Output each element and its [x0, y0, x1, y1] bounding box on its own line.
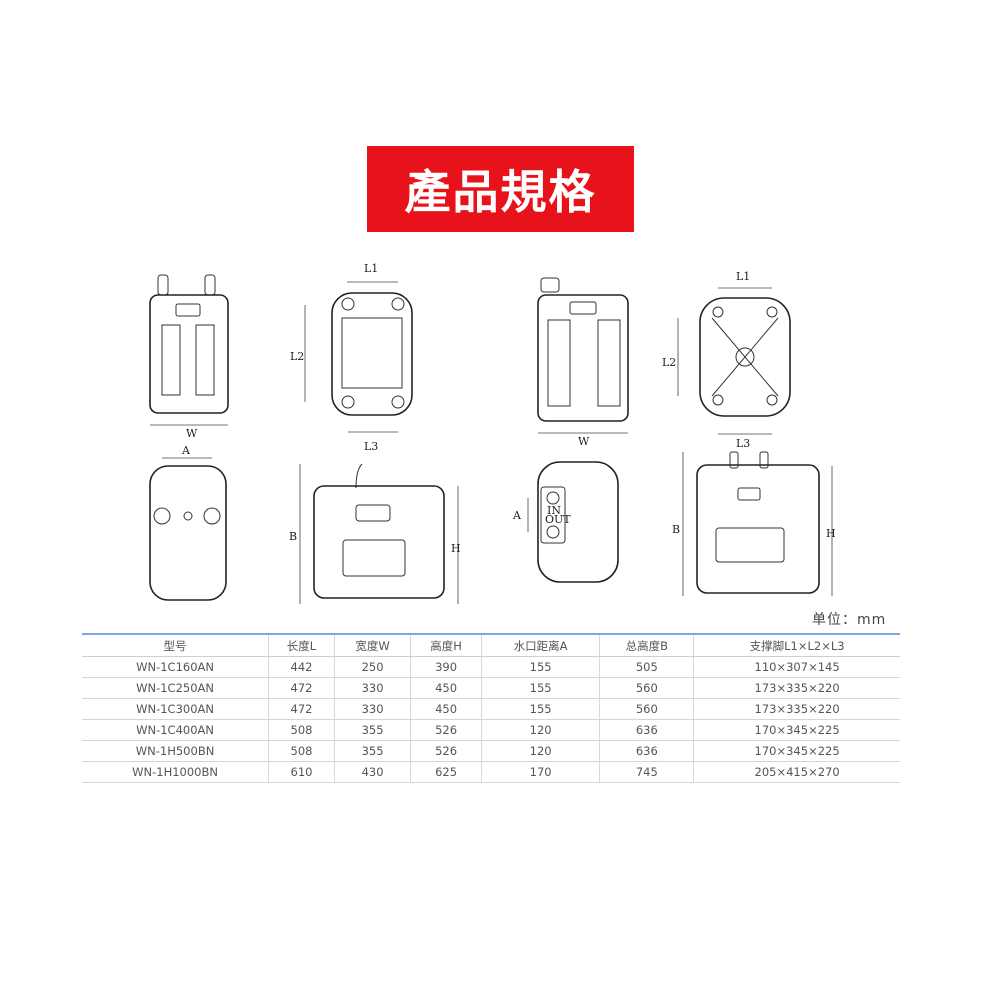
cell-water-port-distance: 155	[481, 677, 601, 699]
drawing-large-side: B H	[672, 451, 836, 596]
dim-label-w: W	[186, 427, 198, 440]
unit-label: 单位：mm	[812, 612, 887, 628]
cell-length: 442	[268, 656, 335, 678]
cell-height: 526	[410, 719, 482, 741]
cell-width: 355	[334, 740, 412, 762]
col-header-length: 长度L	[268, 634, 335, 657]
dim-label-l2-a: L2	[290, 350, 304, 363]
dim-label-b-b: B	[672, 523, 680, 536]
dim-label-l3-a: L3	[364, 440, 378, 453]
port-label-in: IN	[547, 504, 561, 517]
drawing-large-rear: IN OUT A	[512, 461, 619, 583]
cell-length: 508	[268, 740, 335, 762]
cell-length: 472	[268, 677, 335, 699]
product-dimension-drawings: W L1 L2 L3 W L1 L2	[149, 262, 836, 604]
cell-model: WN-1C300AN	[82, 698, 270, 720]
cell-model: WN-1C250AN	[82, 677, 270, 699]
cell-support-feet: 170×345×225	[693, 740, 900, 762]
table-row: WN-1C300AN 472 330 450 155 560 173×335×2…	[82, 698, 900, 720]
drawing-small-front: W	[149, 274, 229, 440]
drawing-small-bottom: L1 L2 L3	[290, 262, 413, 453]
cell-support-feet: 205×415×270	[693, 761, 900, 783]
table-row: WN-1C250AN 472 330 450 155 560 173×335×2…	[82, 677, 900, 699]
table-row: WN-1C160AN 442 250 390 155 505 110×307×1…	[82, 656, 900, 678]
col-header-height: 高度H	[410, 634, 482, 657]
col-header-water-port-distance: 水口距离A	[481, 634, 601, 657]
col-header-total-height: 总高度B	[599, 634, 695, 657]
dim-label-h-a: H	[451, 542, 461, 555]
col-header-model: 型号	[82, 634, 270, 657]
cell-length: 508	[268, 719, 335, 741]
cell-width: 250	[334, 656, 412, 678]
dim-label-h-b: H	[826, 527, 836, 540]
cell-height: 450	[410, 677, 482, 699]
dim-label-l1-a: L1	[364, 262, 378, 275]
dim-label-a-a: A	[181, 444, 191, 457]
drawing-small-rear: A	[149, 444, 227, 601]
page-title-banner: 產品規格	[367, 146, 634, 232]
cell-height: 450	[410, 698, 482, 720]
cell-total-height: 636	[599, 719, 695, 741]
cell-water-port-distance: 120	[481, 719, 601, 741]
cell-width: 430	[334, 761, 412, 783]
cell-height: 390	[410, 656, 482, 678]
dim-label-l3-b: L3	[736, 437, 750, 450]
cell-water-port-distance: 155	[481, 698, 601, 720]
port-label-out: OUT	[545, 513, 571, 526]
cell-water-port-distance: 155	[481, 656, 601, 678]
cell-model: WN-1H1000BN	[82, 761, 270, 783]
cell-total-height: 560	[599, 677, 695, 699]
table-row: WN-1H1000BN 610 430 625 170 745 205×415×…	[82, 761, 900, 783]
cell-support-feet: 173×335×220	[693, 677, 900, 699]
dim-label-a-b: A	[512, 509, 522, 522]
col-header-width: 宽度W	[334, 634, 412, 657]
page-title: 產品規格	[404, 165, 597, 219]
cell-width: 355	[334, 719, 412, 741]
cell-width: 330	[334, 677, 412, 699]
cell-water-port-distance: 170	[481, 761, 601, 783]
drawing-small-side: B H	[289, 463, 461, 604]
cell-model: WN-1H500BN	[82, 740, 270, 762]
cell-height: 526	[410, 740, 482, 762]
cell-support-feet: 173×335×220	[693, 698, 900, 720]
drawing-large-front: W	[537, 277, 629, 448]
dim-label-w-b: W	[578, 435, 590, 448]
col-header-support-feet: 支撑脚L1×L2×L3	[693, 634, 900, 657]
cell-length: 472	[268, 698, 335, 720]
cell-support-feet: 170×345×225	[693, 719, 900, 741]
cell-total-height: 505	[599, 656, 695, 678]
cell-model: WN-1C400AN	[82, 719, 270, 741]
table-row: WN-1H500BN 508 355 526 120 636 170×345×2…	[82, 740, 900, 762]
drawing-large-bottom: L1 L2 L3	[662, 270, 791, 450]
cell-support-feet: 110×307×145	[693, 656, 900, 678]
cell-water-port-distance: 120	[481, 740, 601, 762]
cell-width: 330	[334, 698, 412, 720]
cell-length: 610	[268, 761, 335, 783]
dim-label-l1-b: L1	[736, 270, 750, 283]
cell-total-height: 636	[599, 740, 695, 762]
cell-height: 625	[410, 761, 482, 783]
cell-model: WN-1C160AN	[82, 656, 270, 678]
spec-table-header: 型号 长度L 宽度W 高度H 水口距离A 总高度B 支撑脚L1×L2×L3	[82, 634, 900, 657]
dim-label-b-a: B	[289, 530, 297, 543]
dim-label-l2-b: L2	[662, 356, 676, 369]
cell-total-height: 560	[599, 698, 695, 720]
table-row: WN-1C400AN 508 355 526 120 636 170×345×2…	[82, 719, 900, 741]
spec-table: 型号 长度L 宽度W 高度H 水口距离A 总高度B 支撑脚L1×L2×L3 WN…	[82, 633, 900, 783]
cell-total-height: 745	[599, 761, 695, 783]
